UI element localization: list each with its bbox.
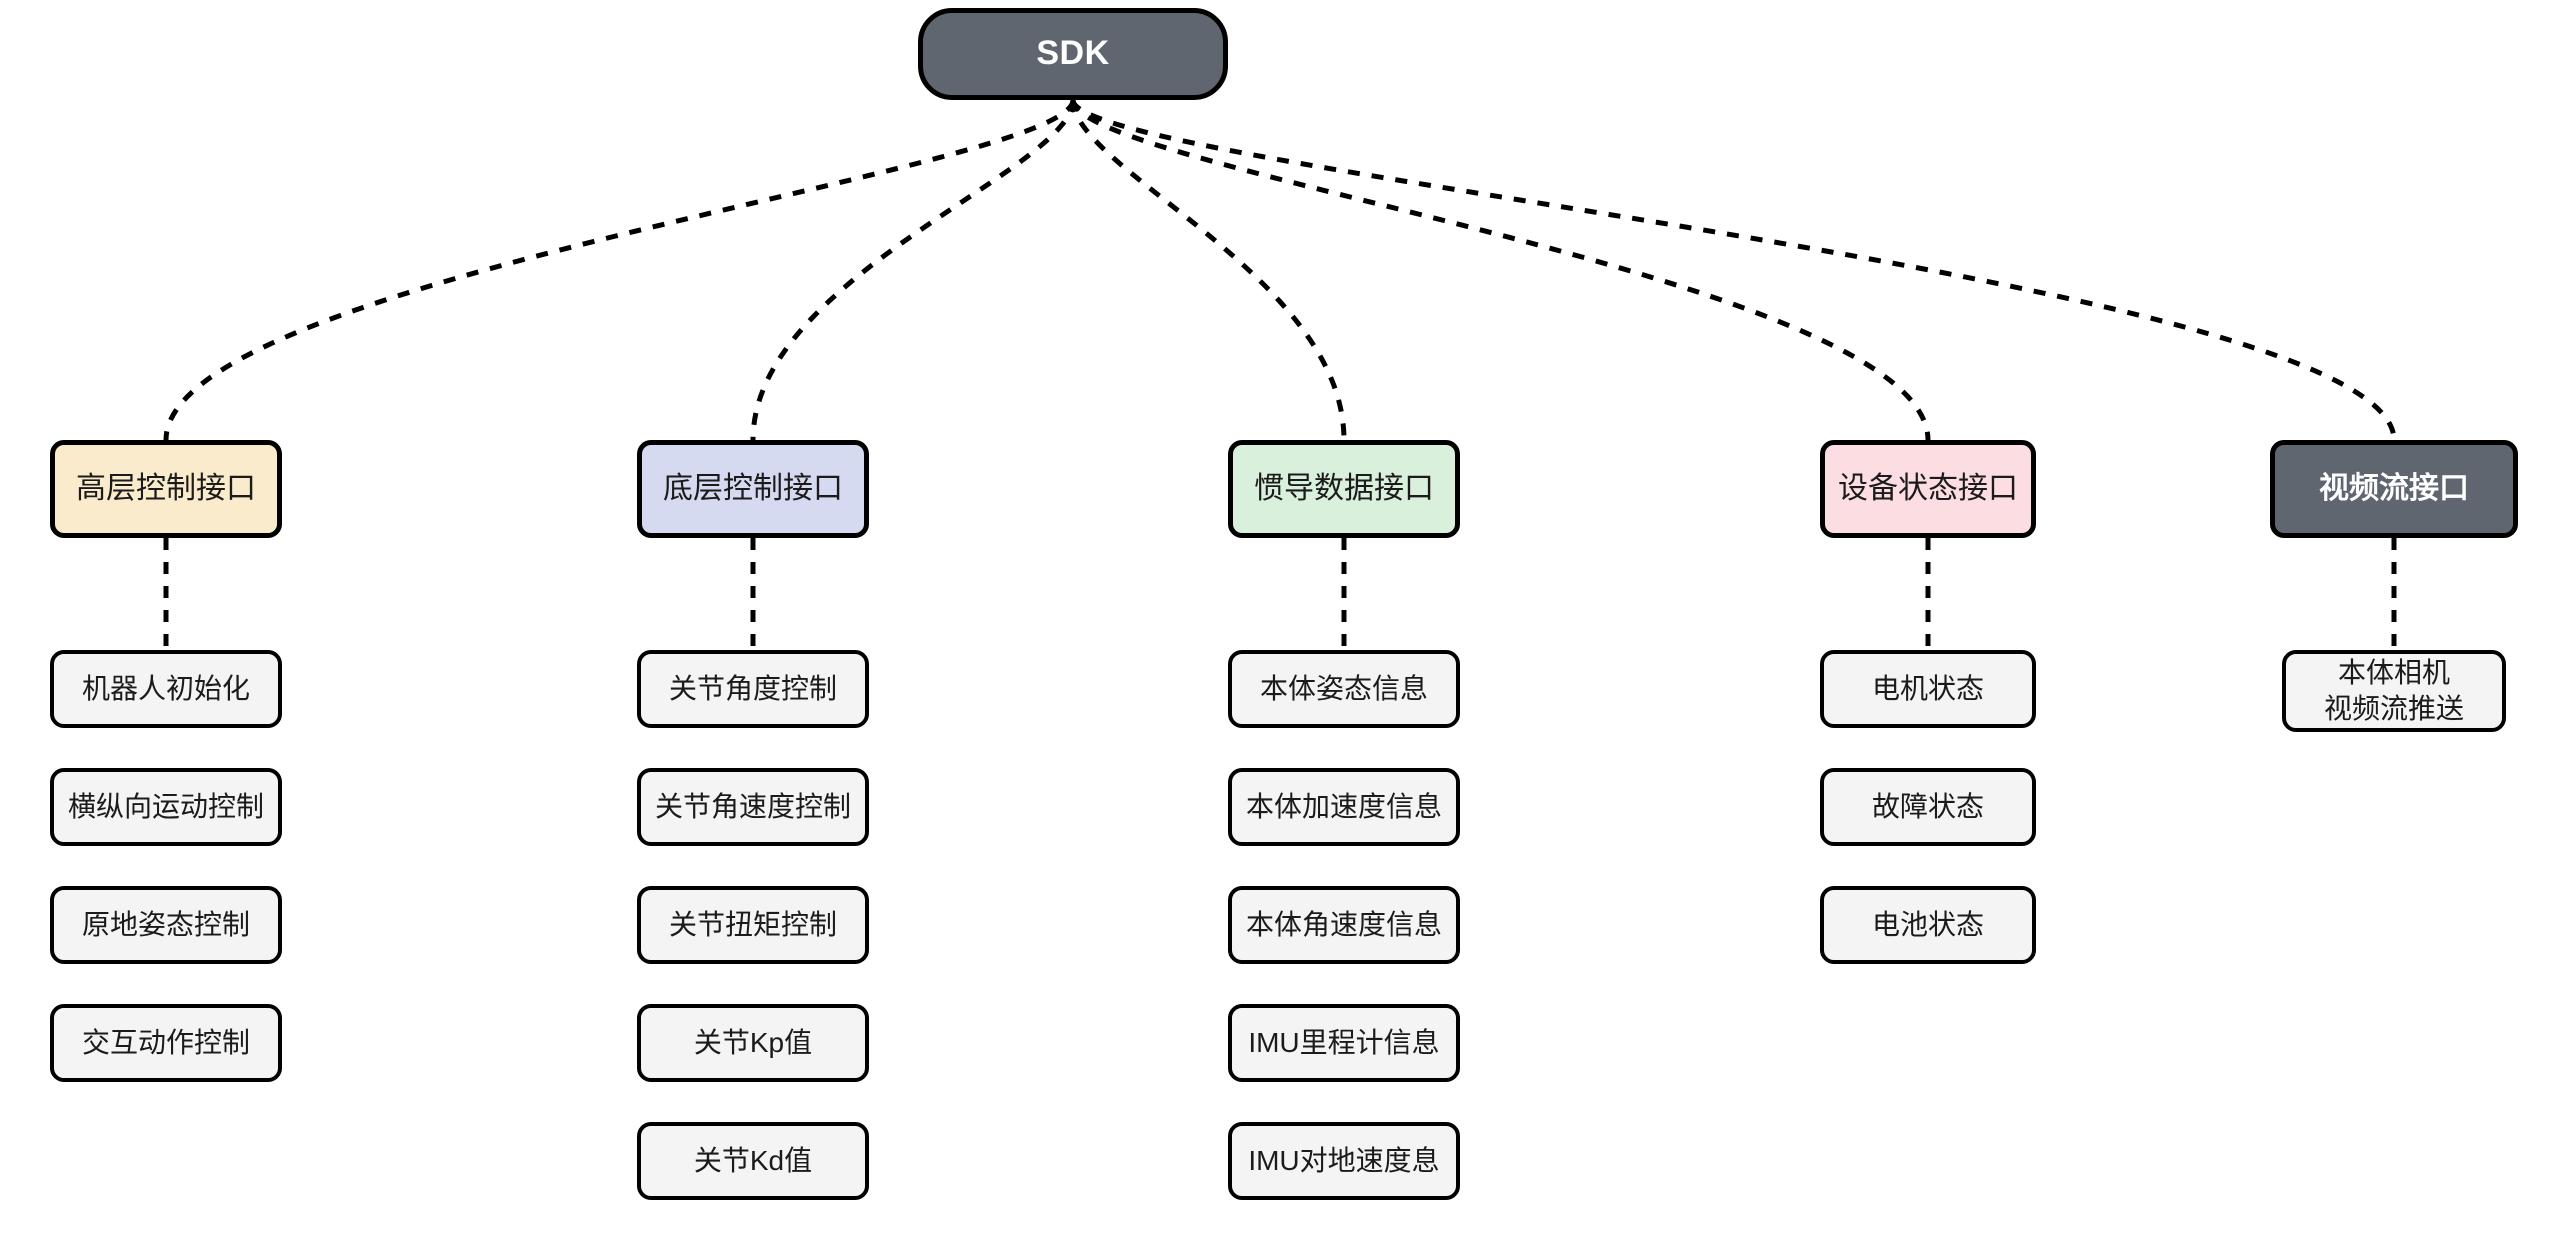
category-node-imu-data[interactable]: 惯导数据接口	[1228, 440, 1460, 538]
leaf-node-device-status-1[interactable]: 故障状态	[1820, 768, 2036, 846]
leaf-node-low-level-control-2[interactable]: 关节扭矩控制	[637, 886, 869, 964]
leaf-node-imu-data-3[interactable]: IMU里程计信息	[1228, 1004, 1460, 1082]
leaf-node-imu-data-1[interactable]: 本体加速度信息	[1228, 768, 1460, 846]
category-node-video-stream[interactable]: 视频流接口	[2270, 440, 2518, 538]
leaf-node-low-level-control-3[interactable]: 关节Kp值	[637, 1004, 869, 1082]
leaf-node-imu-data-2[interactable]: 本体角速度信息	[1228, 886, 1460, 964]
edge-connector	[1070, 99, 2397, 441]
edge-connector	[1070, 99, 1931, 441]
edge-connector	[750, 99, 1076, 441]
leaf-node-high-level-control-2[interactable]: 原地姿态控制	[50, 886, 282, 964]
leaf-node-high-level-control-3[interactable]: 交互动作控制	[50, 1004, 282, 1082]
leaf-node-imu-data-0[interactable]: 本体姿态信息	[1228, 650, 1460, 728]
leaf-node-low-level-control-1[interactable]: 关节角速度控制	[637, 768, 869, 846]
leaf-node-low-level-control-0[interactable]: 关节角度控制	[637, 650, 869, 728]
category-node-low-level-control[interactable]: 底层控制接口	[637, 440, 869, 538]
category-node-device-status[interactable]: 设备状态接口	[1820, 440, 2036, 538]
category-node-high-level-control[interactable]: 高层控制接口	[50, 440, 282, 538]
edge-connector	[1070, 99, 1347, 441]
leaf-node-device-status-0[interactable]: 电机状态	[1820, 650, 2036, 728]
leaf-node-video-stream-0[interactable]: 本体相机 视频流推送	[2282, 650, 2506, 732]
root-node-sdk[interactable]: SDK	[918, 8, 1228, 100]
leaf-node-high-level-control-0[interactable]: 机器人初始化	[50, 650, 282, 728]
leaf-node-device-status-2[interactable]: 电池状态	[1820, 886, 2036, 964]
leaf-node-low-level-control-4[interactable]: 关节Kd值	[637, 1122, 869, 1200]
edge-connector	[163, 99, 1076, 441]
leaf-node-high-level-control-1[interactable]: 横纵向运动控制	[50, 768, 282, 846]
leaf-node-imu-data-4[interactable]: IMU对地速度息	[1228, 1122, 1460, 1200]
